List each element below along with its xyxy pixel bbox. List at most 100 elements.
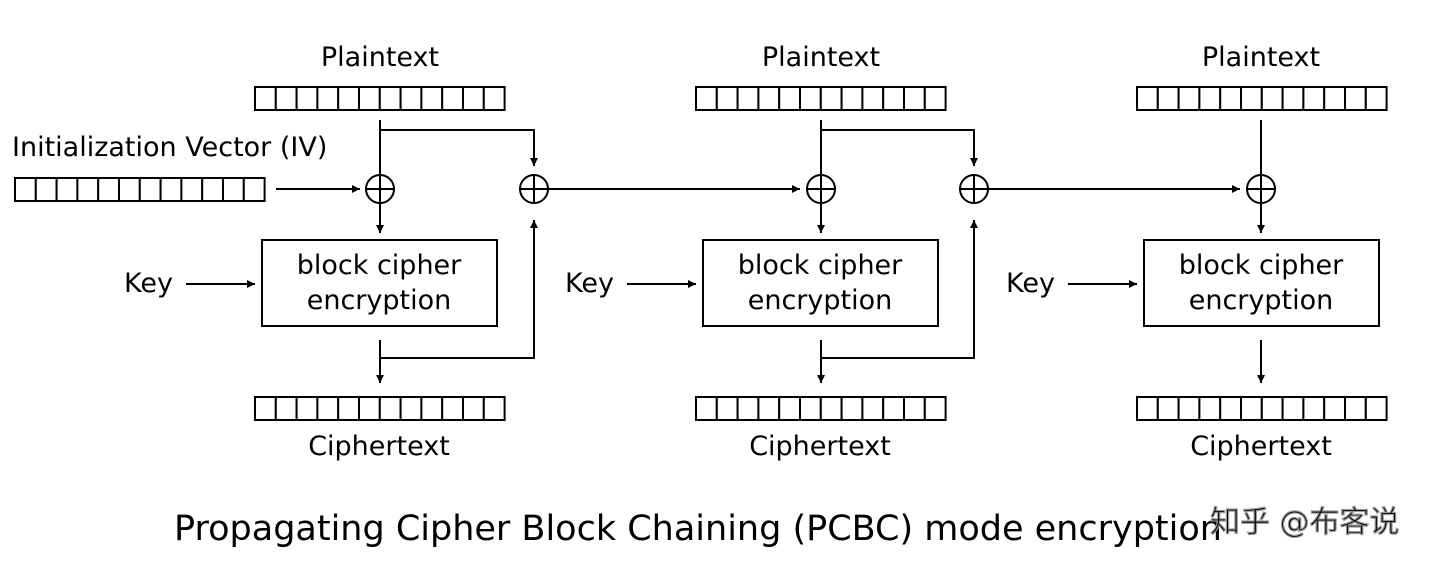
register-cell xyxy=(201,177,224,202)
block-cipher-box-2 xyxy=(702,239,939,327)
register-cell xyxy=(840,396,864,421)
register-cell xyxy=(254,86,277,111)
register-cell xyxy=(778,396,802,421)
register-cell xyxy=(222,177,245,202)
register-cell xyxy=(337,86,361,111)
register-cell xyxy=(861,396,885,421)
register-cell xyxy=(316,86,340,111)
register-cell xyxy=(736,86,760,111)
plaintext-register-2 xyxy=(695,86,947,111)
register-cell xyxy=(482,86,506,111)
register-cell xyxy=(1240,396,1263,421)
register-cell xyxy=(254,396,277,421)
register-cell xyxy=(34,177,58,202)
stage-1: Plaintext block cipher encryption Key Ci… xyxy=(124,42,506,462)
stage-2: Plaintext block cipher encryption Key Ci… xyxy=(565,42,947,462)
xor-icon xyxy=(806,174,836,204)
register-cell xyxy=(242,177,266,202)
register-cell xyxy=(778,86,802,111)
register-cell xyxy=(420,396,444,421)
plaintext-register-1 xyxy=(254,86,506,111)
register-cell xyxy=(1136,396,1159,421)
register-cell xyxy=(76,177,100,202)
cipher-line2-2: encryption xyxy=(748,285,893,316)
register-cell xyxy=(819,86,843,111)
register-cell xyxy=(861,86,885,111)
ciphertext-label-3: Ciphertext xyxy=(1190,431,1332,462)
register-cell xyxy=(819,396,843,421)
register-cell xyxy=(1364,86,1388,111)
ciphertext-branch-arrow xyxy=(821,220,978,359)
plaintext-branch-arrow xyxy=(380,129,538,166)
xor-icon xyxy=(959,174,989,204)
register-cell xyxy=(358,396,381,421)
register-cell xyxy=(1198,86,1222,111)
diagram-title: Propagating Cipher Block Chaining (PCBC)… xyxy=(174,509,1222,549)
register-cell xyxy=(903,396,926,421)
register-cell xyxy=(462,396,485,421)
register-cell xyxy=(14,177,37,202)
plaintext-label-2: Plaintext xyxy=(762,42,880,73)
register-cell xyxy=(882,396,906,421)
register-cell xyxy=(1177,396,1201,421)
register-cell xyxy=(441,396,465,421)
register-cell xyxy=(1260,396,1284,421)
plaintext-label-1: Plaintext xyxy=(321,42,439,73)
register-cell xyxy=(274,86,298,111)
cipher-line1-3: block cipher xyxy=(1179,250,1344,281)
register-cell xyxy=(715,86,739,111)
register-cell xyxy=(799,396,822,421)
register-cell xyxy=(736,396,760,421)
ciphertext-register-3 xyxy=(1136,396,1388,421)
register-cell xyxy=(1219,396,1242,421)
plaintext-branch-arrow xyxy=(821,129,978,166)
iv-register xyxy=(14,177,266,202)
ciphertext-label-2: Ciphertext xyxy=(749,431,891,462)
register-cell xyxy=(274,396,298,421)
key-label-3: Key xyxy=(1006,268,1055,299)
register-cell xyxy=(378,86,402,111)
register-cell xyxy=(1136,86,1159,111)
register-cell xyxy=(840,86,864,111)
cipher-line2-1: encryption xyxy=(307,285,452,316)
block-cipher-box-3 xyxy=(1143,239,1380,327)
register-cell xyxy=(420,86,444,111)
register-cell xyxy=(316,396,340,421)
register-cell xyxy=(1281,396,1305,421)
register-cell xyxy=(441,86,465,111)
register-cell xyxy=(1198,396,1222,421)
watermark: 知乎 @布客说 xyxy=(1210,505,1400,540)
chain-1 xyxy=(380,129,800,359)
register-cell xyxy=(695,396,718,421)
register-cell xyxy=(695,86,718,111)
register-cell xyxy=(1219,86,1242,111)
xor-icon xyxy=(1246,174,1276,204)
key-label-1: Key xyxy=(124,268,173,299)
register-cell xyxy=(1177,86,1201,111)
register-cell xyxy=(55,177,79,202)
register-cell xyxy=(1344,86,1367,111)
register-cell xyxy=(1323,86,1346,111)
register-cell xyxy=(1302,86,1326,111)
xor-icon xyxy=(519,174,549,204)
register-cell xyxy=(757,396,781,421)
block-cipher-box-1 xyxy=(261,239,498,327)
register-cell xyxy=(482,396,506,421)
register-cell xyxy=(903,86,926,111)
register-cell xyxy=(1364,396,1388,421)
register-cell xyxy=(180,177,204,202)
register-cell xyxy=(1260,86,1284,111)
register-cell xyxy=(295,86,319,111)
register-cell xyxy=(1156,86,1180,111)
chain-2 xyxy=(821,129,1240,359)
register-cell xyxy=(1156,396,1180,421)
ciphertext-label-1: Ciphertext xyxy=(308,431,450,462)
register-cell xyxy=(923,396,947,421)
register-cell xyxy=(1281,86,1305,111)
register-cell xyxy=(715,396,739,421)
xor-icon xyxy=(365,174,395,204)
register-cell xyxy=(462,86,485,111)
register-cell xyxy=(799,86,822,111)
register-cell xyxy=(118,177,141,202)
